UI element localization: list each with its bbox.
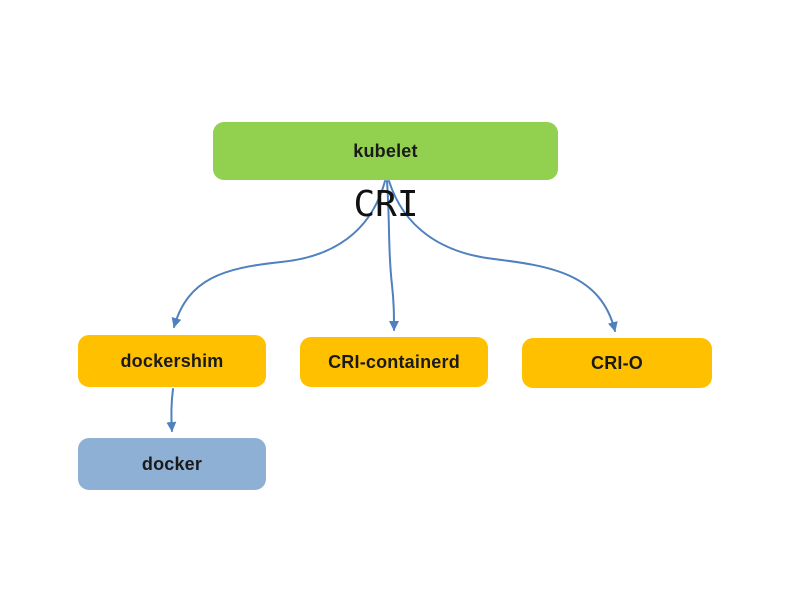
- node-docker-label: docker: [141, 453, 203, 474]
- node-cri-o-label: CRI-O: [591, 352, 643, 373]
- node-dockershim-label: dockershim: [120, 350, 224, 371]
- node-dockershim: dockershim: [78, 335, 266, 387]
- node-kubelet: kubelet: [213, 122, 558, 180]
- node-docker: docker: [78, 438, 266, 490]
- node-kubelet-label: kubelet: [353, 140, 418, 161]
- node-cri-o: CRI-O: [522, 338, 712, 388]
- edge-kubelet-dockershim: [171, 180, 386, 328]
- edge-dockershim-docker: [166, 388, 177, 432]
- cri-annotation: CRI: [353, 184, 419, 225]
- edge-kubelet-cri-o: [388, 180, 618, 332]
- node-cri-containerd: CRI-containerd: [300, 337, 488, 387]
- node-cri-containerd-label: CRI-containerd: [328, 351, 460, 372]
- edge-kubelet-cri-containerd: [386, 180, 399, 331]
